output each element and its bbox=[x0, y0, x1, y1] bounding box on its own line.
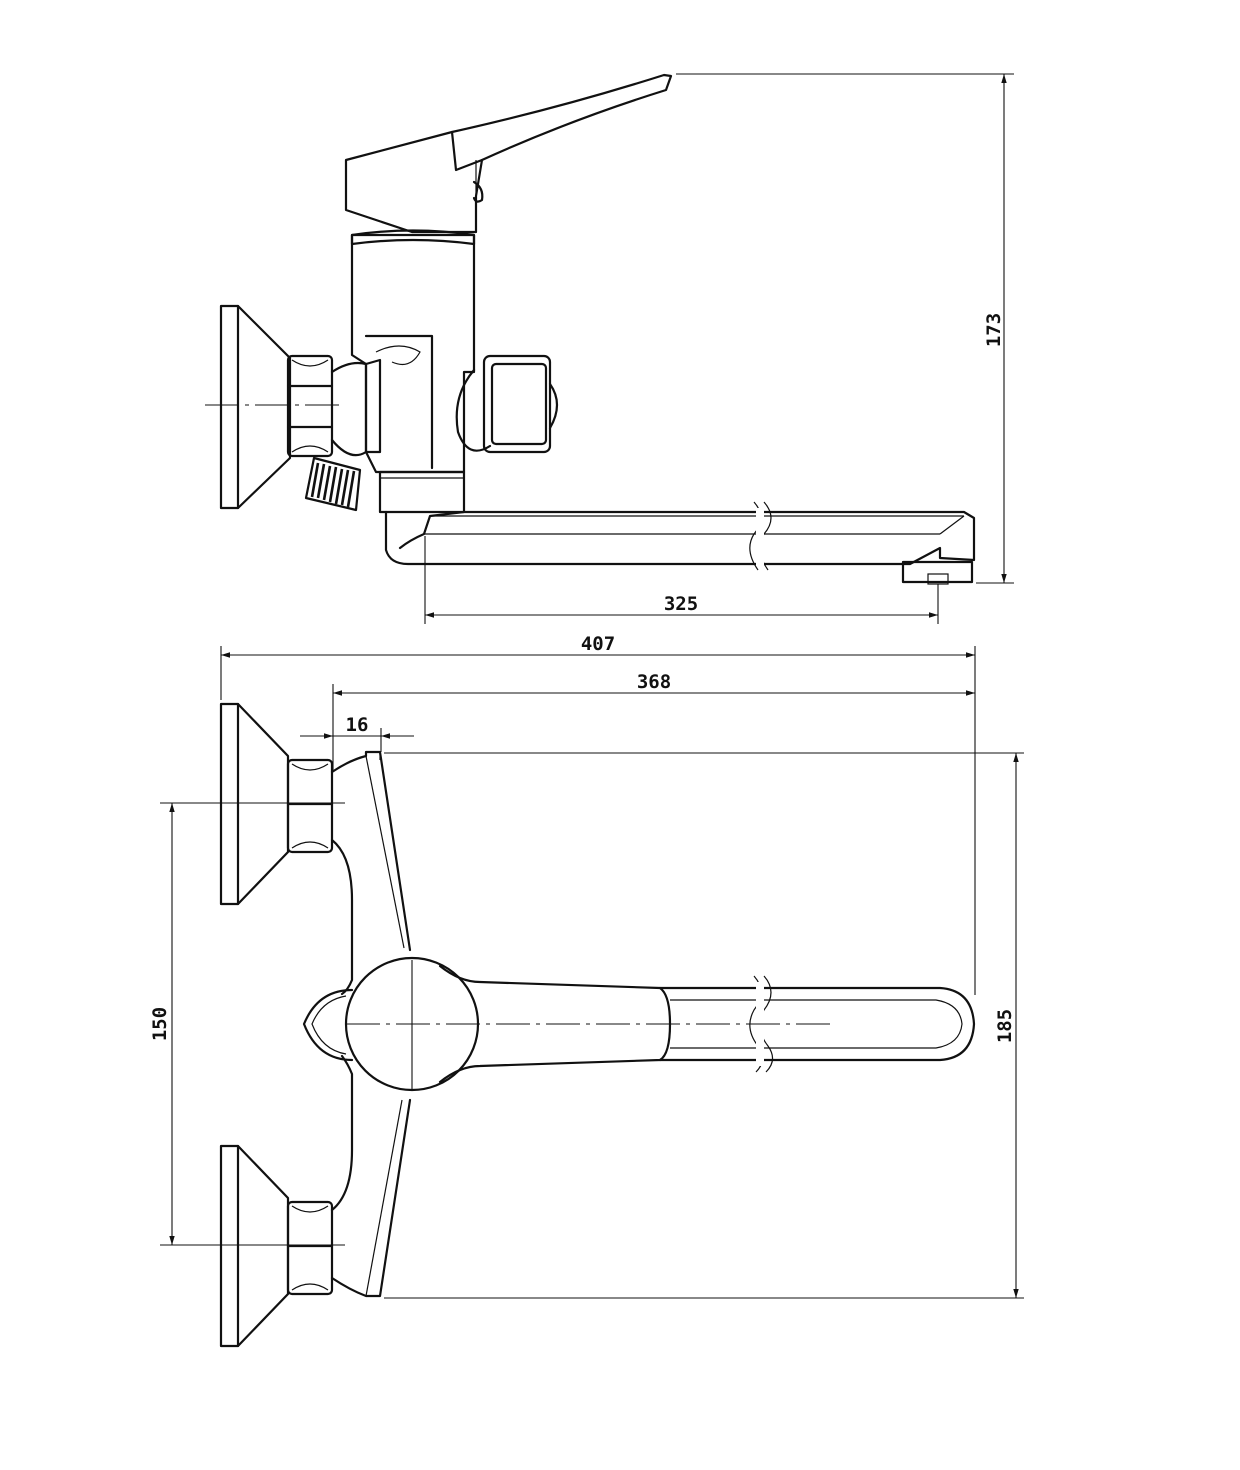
side-spout bbox=[384, 501, 976, 585]
dim-150: 150 bbox=[149, 802, 345, 1246]
dim-173-label: 173 bbox=[983, 313, 1005, 347]
top-diverter-knob bbox=[302, 988, 354, 1062]
side-diverter-knob bbox=[455, 354, 559, 454]
top-lower-flange bbox=[219, 1144, 334, 1348]
side-hex-nut bbox=[286, 354, 334, 458]
dim-325: 325 bbox=[424, 536, 939, 624]
dim-368-label: 368 bbox=[637, 671, 671, 693]
dim-407: 407 bbox=[220, 633, 976, 995]
dim-173: 173 bbox=[676, 73, 1014, 584]
dim-185: 185 bbox=[384, 752, 1024, 1299]
dim-16: 16 bbox=[300, 714, 414, 752]
side-view: 173 325 bbox=[205, 73, 1014, 624]
dim-185-label: 185 bbox=[994, 1009, 1016, 1043]
top-upper-flange bbox=[219, 702, 334, 906]
dim-407-label: 407 bbox=[581, 633, 615, 655]
side-eccentric-connector bbox=[330, 361, 368, 457]
dim-150-label: 150 bbox=[149, 1007, 171, 1041]
dim-368: 368 bbox=[332, 671, 975, 770]
top-body-outline bbox=[330, 750, 412, 1298]
side-body-column bbox=[350, 229, 476, 474]
side-lever-handle bbox=[344, 73, 673, 234]
side-threaded-stub bbox=[304, 456, 362, 512]
side-wall-flange bbox=[219, 304, 292, 510]
dim-325-label: 325 bbox=[664, 593, 698, 615]
side-swivel-collar bbox=[378, 470, 466, 514]
dim-16-label: 16 bbox=[346, 714, 369, 736]
top-view: 407 368 16 185 150 bbox=[149, 633, 1024, 1348]
